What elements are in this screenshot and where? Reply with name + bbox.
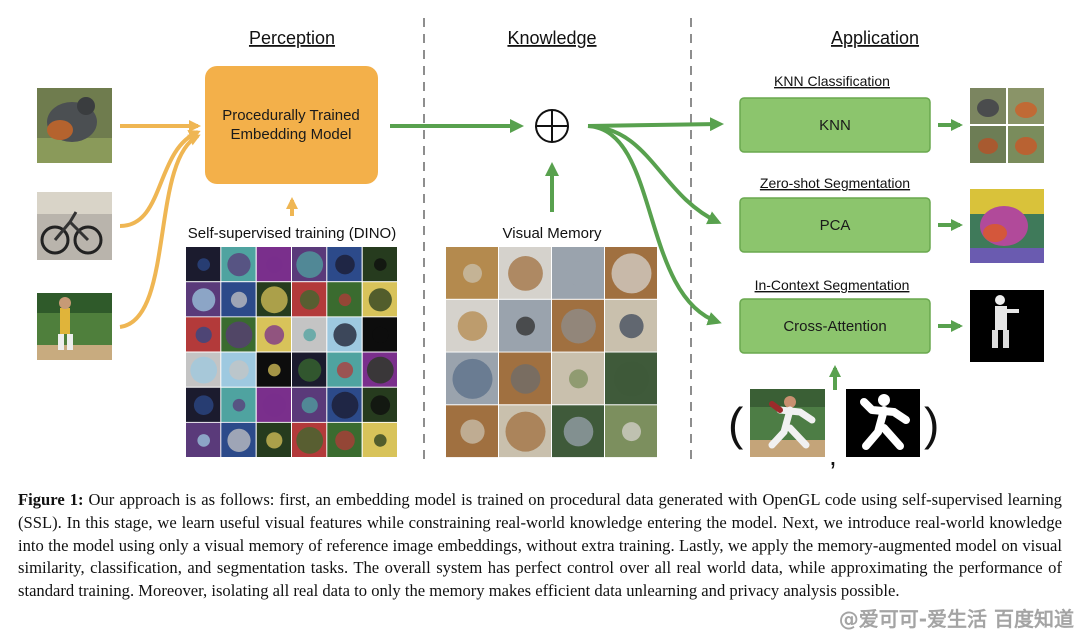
- procedural-thumbnail-detail: [336, 362, 354, 379]
- input-image-bird: [37, 88, 112, 163]
- procedural-thumbnail-detail: [197, 258, 210, 271]
- training-label: Self-supervised training (DINO): [188, 225, 396, 242]
- memory-thumbnail-detail: [611, 253, 652, 294]
- procedural-thumbnail-detail: [372, 326, 389, 343]
- procedural-thumbnail-detail: [335, 254, 355, 275]
- pair-separator: ,: [829, 440, 837, 471]
- embedding-model-label-line1: Procedurally Trained: [222, 107, 360, 124]
- procedural-thumbnail-detail: [366, 356, 394, 384]
- procedural-thumbnail-detail: [370, 395, 391, 416]
- memory-thumbnail-detail: [460, 419, 485, 444]
- task-title-pca: Zero-shot Segmentation: [760, 175, 910, 191]
- memory-thumbnail-detail: [452, 358, 493, 399]
- reference-image-pitcher: [750, 389, 825, 457]
- procedural-thumbnail-detail: [266, 256, 283, 273]
- caption-text: Our approach is as follows: first, an em…: [18, 490, 1062, 601]
- procedural-thumbnail-detail: [225, 321, 253, 349]
- procedural-thumbnail-detail: [232, 398, 246, 412]
- knn-box: [739, 97, 931, 153]
- memory-thumbnail-detail: [508, 256, 543, 291]
- arrow-input-baseball: [119, 134, 201, 329]
- arrow-input-bicycle: [119, 129, 201, 228]
- procedural-thumbnail-detail: [374, 434, 387, 447]
- column-title-knowledge: Knowledge: [507, 28, 596, 48]
- procedural-thumbnail-detail: [299, 290, 320, 310]
- procedural-thumbnail-detail: [190, 356, 218, 384]
- memory-thumbnail-detail: [563, 416, 594, 447]
- memory-thumbnail-detail: [561, 308, 596, 344]
- procedural-thumbnail-detail: [374, 258, 387, 271]
- segmentation-output-mask: [970, 290, 1044, 362]
- procedural-image-grid: [186, 247, 397, 457]
- procedural-thumbnail-detail: [338, 293, 352, 307]
- pipeline-diagram: Perception Knowledge Application Procedu…: [37, 18, 1044, 471]
- procedural-thumbnail-detail: [268, 363, 281, 377]
- pca-box-label: PCA: [820, 217, 851, 234]
- reference-mask-pitcher: [846, 389, 920, 457]
- procedural-thumbnail-detail: [229, 360, 249, 380]
- task-title-cross-attention: In-Context Segmentation: [755, 277, 910, 293]
- procedural-thumbnail-detail: [296, 251, 324, 278]
- input-image-bicycle: [37, 192, 112, 260]
- procedural-thumbnail-detail: [298, 358, 322, 382]
- knn-output-images: [970, 88, 1044, 163]
- input-image-baseball: [37, 293, 112, 360]
- procedural-thumbnail-detail: [266, 432, 283, 449]
- memory-thumbnail-detail: [510, 364, 541, 394]
- arrow-combine-to-cross-attention: [587, 124, 722, 326]
- pca-output-image: [970, 189, 1044, 263]
- procedural-thumbnail-detail: [301, 397, 318, 414]
- procedural-thumbnail-detail: [262, 393, 286, 417]
- procedural-thumbnail-detail: [227, 428, 251, 452]
- task-title-knn: KNN Classification: [774, 73, 890, 89]
- column-title-application: Application: [831, 28, 919, 48]
- arrow-combine-to-knn: [587, 117, 724, 132]
- memory-thumbnail-detail: [463, 263, 482, 283]
- pair-open-paren: (: [728, 398, 744, 450]
- caption-label: Figure 1:: [18, 490, 84, 509]
- procedural-thumbnail-detail: [331, 391, 359, 419]
- procedural-thumbnail-detail: [195, 326, 212, 343]
- pair-close-paren: ): [924, 398, 939, 450]
- memory-thumbnail-detail: [566, 261, 591, 286]
- cross-attention-box-label: Cross-Attention: [783, 318, 886, 335]
- figure-caption: Figure 1: Our approach is as follows: fi…: [18, 489, 1062, 603]
- procedural-thumbnail-detail: [260, 286, 288, 314]
- combine-plus-icon: [535, 109, 569, 143]
- visual-memory-label: Visual Memory: [503, 225, 602, 242]
- procedural-thumbnail-detail: [368, 288, 392, 312]
- embedding-model-box: [205, 66, 378, 184]
- knn-box-label: KNN: [819, 117, 851, 134]
- procedural-thumbnail-detail: [227, 253, 251, 277]
- procedural-thumbnail-detail: [335, 430, 355, 451]
- memory-thumbnail-detail: [505, 411, 546, 452]
- procedural-thumbnail-detail: [333, 323, 357, 347]
- memory-thumbnail-detail: [516, 316, 535, 336]
- cross-attention-box: [739, 298, 931, 354]
- memory-thumbnail-detail: [619, 314, 644, 339]
- visual-memory-grid: [446, 247, 657, 458]
- column-title-perception: Perception: [249, 28, 335, 48]
- procedural-thumbnail-detail: [192, 288, 216, 312]
- arrow-combine-to-pca: [587, 124, 722, 225]
- memory-thumbnail-detail: [622, 422, 641, 442]
- memory-thumbnail-detail: [457, 311, 488, 341]
- procedural-thumbnail-detail: [303, 328, 317, 342]
- memory-thumbnail-detail: [569, 369, 588, 389]
- procedural-thumbnail-detail: [230, 291, 248, 308]
- procedural-thumbnail-detail: [264, 325, 285, 345]
- procedural-thumbnail-detail: [296, 427, 324, 454]
- watermark: @爱可可-爱生活 百度知道: [838, 607, 1074, 631]
- procedural-thumbnail-detail: [193, 395, 214, 416]
- procedural-thumbnail-detail: [197, 434, 210, 447]
- embedding-model-label-line2: Embedding Model: [231, 126, 352, 143]
- pca-box: [739, 197, 931, 253]
- memory-thumbnail-detail: [614, 361, 649, 397]
